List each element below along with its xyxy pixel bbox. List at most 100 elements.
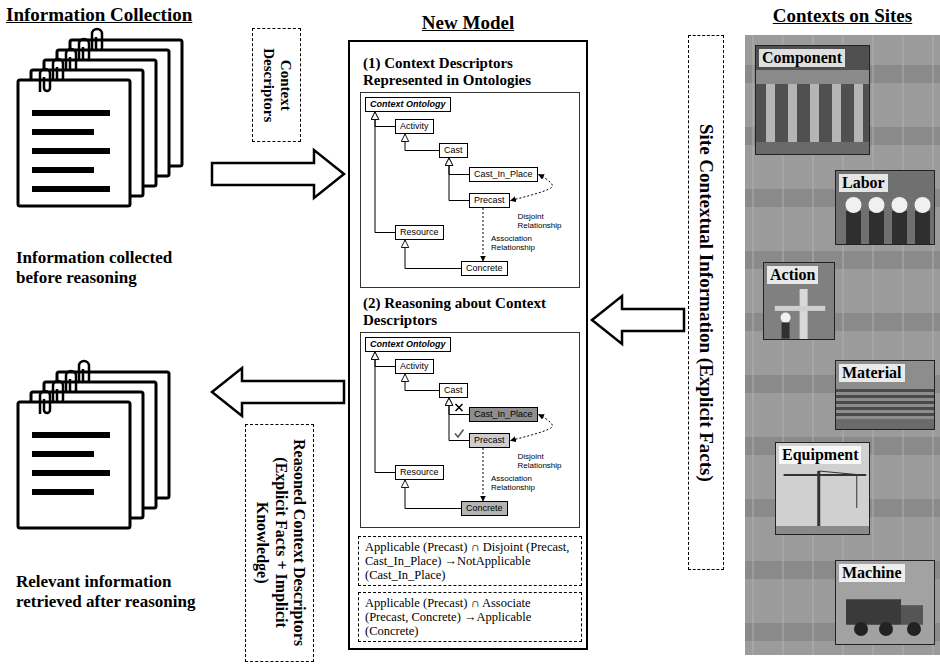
photo-label: Equipment	[779, 446, 861, 464]
vertical-label: Context Descriptors	[259, 35, 294, 135]
relationship-label: Association Relationship	[491, 474, 543, 492]
applicable-check	[455, 430, 464, 438]
relationship-label: Association Relationship	[491, 234, 543, 252]
caption: Relevant information retrieved after rea…	[8, 572, 208, 612]
photo-detail	[836, 389, 935, 392]
subclass-link	[449, 158, 469, 201]
site-photo: Material	[835, 360, 935, 430]
subclass-link	[375, 352, 395, 473]
document-stack: Information collected before reasoning	[8, 38, 208, 208]
ontology-class: Activity	[395, 119, 434, 134]
ontology-class: Precast	[469, 433, 510, 448]
photo-detail	[810, 84, 819, 142]
class-name: Concrete	[466, 263, 503, 274]
class-name: Resource	[400, 467, 439, 478]
subclass-link	[375, 352, 395, 367]
class-name: Precast	[474, 435, 505, 446]
column-heading: Information Collection	[6, 4, 192, 26]
text-line	[32, 489, 94, 495]
photo-detail	[836, 407, 935, 410]
photo-detail	[819, 471, 862, 475]
photo-detail	[832, 84, 841, 142]
paper-clip	[40, 391, 50, 414]
class-name: Context Ontology	[370, 339, 446, 350]
photo-detail	[901, 605, 923, 625]
relationship-label-holder: Disjoint Relationship	[518, 452, 570, 470]
vertical-label: Reasoned Context Descriptors (Explicit F…	[252, 431, 307, 655]
photo-ground	[836, 361, 935, 430]
subclass-link	[449, 398, 469, 441]
dashed-label-box: Context Descriptors	[252, 28, 301, 142]
association-link	[483, 208, 484, 261]
dashed-label-box: Site Contextual Information (Explicit Fa…	[688, 35, 724, 570]
ontology-panel: Context OntologyActivityCastCast_In_Plac…	[360, 332, 580, 528]
model-box: Context OntologyActivityCastCast_In_Plac…	[348, 40, 588, 650]
photo-detail	[756, 142, 870, 155]
document-page	[18, 69, 130, 206]
site-photo: Labor	[835, 170, 935, 245]
label-holder: Information Collection	[6, 4, 192, 26]
subclass-link	[405, 134, 439, 151]
photo-detail	[915, 211, 930, 245]
photo-detail	[854, 622, 868, 636]
relationship-label-holder: Association Relationship	[491, 234, 543, 252]
rule-text: Applicable (Precast) ∩ Disjoint (Precast…	[365, 540, 575, 582]
ontology-class: Context Ontology	[365, 97, 451, 112]
photo-detail	[836, 395, 935, 398]
photo-detail	[756, 70, 870, 84]
class-name: Activity	[400, 121, 429, 132]
class-name: Precast	[474, 195, 505, 206]
photo-detail	[782, 323, 790, 339]
ontology-class: Resource	[395, 225, 444, 240]
photo-ground	[836, 561, 935, 645]
photo-ground	[776, 443, 870, 535]
page-outline	[18, 80, 130, 206]
ontology-class: Concrete	[461, 261, 508, 276]
subclass-link	[375, 112, 395, 233]
text-line	[32, 451, 94, 457]
text-line	[32, 129, 94, 135]
rule-box: Applicable (Precast) ∩ Associate (Precas…	[358, 592, 582, 642]
relationship-label: Disjoint Relationship	[518, 212, 570, 230]
document-stack-icon	[8, 38, 208, 208]
ontology-panel: Context OntologyActivityCastCast_In_Plac…	[360, 92, 580, 288]
photo-detail	[776, 526, 870, 535]
document-stack: Relevant information retrieved after rea…	[8, 360, 208, 532]
photo-detail	[781, 313, 791, 323]
ontology-class: Cast_In_Place	[469, 167, 538, 182]
text-line	[32, 470, 110, 476]
relationship-label: Disjoint Relationship	[518, 452, 570, 470]
scaffold-line	[753, 35, 754, 655]
subclass-link	[405, 240, 461, 269]
dashed-label-box: Reasoned Context Descriptors (Explicit F…	[245, 424, 314, 662]
photo-detail	[766, 84, 775, 142]
text-line	[32, 110, 110, 116]
relationship-label-holder: Association Relationship	[491, 474, 543, 492]
subclass-link	[405, 480, 461, 509]
photo-detail	[854, 84, 863, 142]
text-line	[32, 167, 94, 173]
site-photo: Machine	[835, 560, 935, 645]
flow-arrow	[592, 296, 684, 344]
vertical-label: Site Contextual Information (Explicit Fa…	[695, 42, 717, 563]
class-name: Cast_In_Place	[474, 409, 533, 420]
photo-detail	[915, 197, 931, 213]
photo-detail	[892, 197, 908, 213]
photo-detail	[846, 599, 901, 625]
subclass-link	[405, 374, 439, 391]
photo-detail	[800, 289, 808, 340]
column-heading: Contexts on Sites	[745, 5, 940, 27]
class-name: Cast_In_Place	[474, 169, 533, 180]
photo-detail	[846, 211, 861, 245]
paper-clip	[40, 69, 50, 92]
photo-detail	[856, 475, 857, 508]
column-heading: New Model	[350, 12, 586, 34]
class-name: Context Ontology	[370, 99, 446, 110]
photo-label: Component	[759, 49, 845, 67]
flow-arrow	[212, 368, 344, 416]
caption: Information collected before reasoning	[8, 248, 208, 288]
photo-detail	[817, 471, 820, 535]
subclass-link	[449, 158, 469, 175]
class-name: Activity	[400, 361, 429, 372]
